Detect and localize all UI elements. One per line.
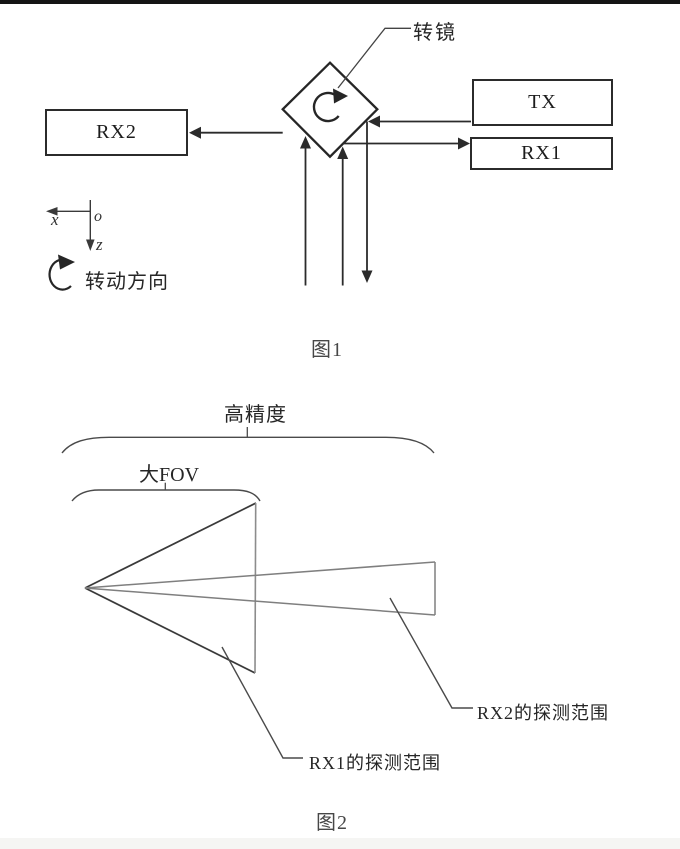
rotating-mirror-diamond: [281, 61, 379, 159]
mirror-rotation-arrow-icon: [312, 91, 340, 123]
rotation-direction-label: 转动方向: [85, 271, 169, 293]
rx1-cone-lower-edge: [84, 587, 256, 674]
mirror-to-rx2-arrowhead: [189, 126, 201, 139]
rx1-cone-aperture-line: [254, 502, 257, 674]
rx1-cone-upper-edge: [84, 502, 257, 589]
mirror-label: 转镜: [413, 22, 457, 44]
origin-label: o: [94, 208, 102, 225]
tx-to-mirror-arrowhead: [368, 115, 380, 128]
rx2-cone-upper-edge: [84, 561, 436, 589]
high-precision-brace: [61, 436, 435, 454]
z-axis-arrowhead: [86, 239, 95, 251]
coordinate-axes: [46, 200, 95, 251]
figure-2-caption: 图2: [316, 812, 348, 834]
tx-box-label: TX: [528, 91, 557, 113]
rx1-range-leader-line: [221, 646, 303, 759]
large-fov-label: 大FOV: [139, 464, 200, 486]
figure-1-caption: 图1: [311, 339, 343, 361]
rx1-range-label: RX1的探测范围: [309, 753, 442, 773]
rx2-cone-lower-edge: [84, 587, 436, 616]
outgoing-beam-arrowhead: [361, 270, 373, 283]
mirror-to-rx1-arrowhead: [458, 137, 470, 150]
rx1-box: RX1: [470, 137, 613, 170]
rx2-range-leader-line: [389, 597, 473, 709]
large-fov-brace: [71, 489, 261, 502]
rx2-box-label: RX2: [96, 121, 137, 143]
mirror-label-leader-line: [337, 27, 411, 89]
rx2-box: RX2: [45, 109, 188, 156]
tx-box: TX: [472, 79, 613, 126]
scan-top-bar: [0, 0, 680, 4]
rotation-direction-arrowhead-icon: [58, 254, 75, 270]
return-beam-arrowhead-2: [337, 146, 349, 159]
x-axis-arrowhead: [46, 207, 58, 216]
figure-1-linework: [46, 27, 471, 291]
figure-2-linework: [61, 427, 473, 759]
x-axis-label: x: [51, 210, 59, 229]
scan-bottom-band: [0, 838, 680, 849]
rx2-range-label: RX2的探测范围: [477, 703, 610, 723]
return-beam-arrowhead-1: [300, 136, 311, 149]
high-precision-label: 高精度: [224, 404, 287, 426]
rx1-box-label: RX1: [521, 142, 562, 164]
z-axis-label: z: [96, 235, 103, 254]
mirror-rotation-arrowhead-icon: [333, 88, 348, 104]
